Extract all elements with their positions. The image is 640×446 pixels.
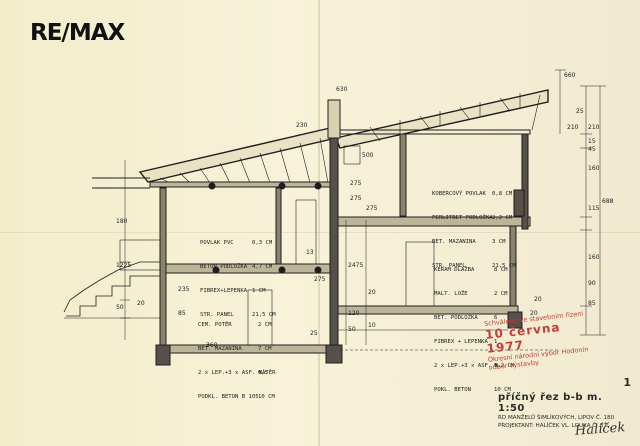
dim-label: 20 bbox=[530, 310, 538, 317]
wall-left-outer bbox=[159, 187, 167, 349]
dim-label: 45 bbox=[588, 146, 596, 153]
dim-label: 630 bbox=[336, 86, 348, 93]
attic-slab bbox=[149, 181, 331, 188]
dim-label: 20 bbox=[137, 300, 145, 307]
roof-right bbox=[335, 89, 549, 149]
dim-label: 120 bbox=[348, 310, 360, 317]
foundation-left bbox=[155, 344, 171, 366]
door-upper-left bbox=[295, 199, 317, 265]
beam-section-1 bbox=[208, 182, 216, 190]
door-ground-left bbox=[247, 289, 273, 346]
terrain-left bbox=[63, 261, 160, 313]
remax-logo: RE/MAX bbox=[30, 20, 125, 46]
beam-section-4 bbox=[212, 266, 220, 274]
roof-left bbox=[138, 127, 338, 183]
sheet-number: 1 bbox=[623, 376, 631, 389]
dim-label: 20 bbox=[368, 289, 376, 296]
terrace-wall bbox=[119, 239, 161, 271]
approval-stamp: Schváleno ve stavebním řízení 10 června … bbox=[484, 308, 601, 372]
dim-label: 15 bbox=[588, 138, 596, 145]
dim-label: 115 bbox=[588, 205, 600, 212]
dim-label: 50 bbox=[116, 304, 124, 311]
dim-label: 180 bbox=[116, 218, 128, 225]
dim-label: 235 bbox=[178, 286, 190, 293]
right-deck bbox=[339, 129, 531, 135]
dim-label: 360 bbox=[206, 342, 218, 349]
dim-label: 500 bbox=[362, 152, 374, 159]
dim-label: 10 bbox=[368, 322, 376, 329]
dim-label: 160 bbox=[588, 254, 600, 261]
dim-label: 50 bbox=[348, 326, 356, 333]
window-right bbox=[513, 189, 525, 217]
dim-label: 85 bbox=[178, 310, 186, 317]
wall-right-upper bbox=[399, 133, 407, 217]
paper-fold-horizontal bbox=[0, 232, 640, 233]
dim-label: 275 bbox=[350, 195, 362, 202]
layer-row: 2 x LEP.+3 x ASF. N.0,2 CM bbox=[434, 363, 515, 369]
dim-label: 688 bbox=[602, 198, 614, 205]
dim-label: 20 bbox=[534, 296, 542, 303]
dim-label: 90 bbox=[588, 280, 596, 287]
dim-label: 13 bbox=[306, 249, 314, 256]
dim-label: 275 bbox=[350, 180, 362, 187]
wall-right-outer bbox=[521, 133, 529, 230]
beam-section-5 bbox=[278, 266, 286, 274]
drawing-title: příčný řez b-b m. 1:50 bbox=[498, 392, 603, 414]
foundation-right bbox=[507, 311, 523, 329]
dimension-lines-right bbox=[555, 69, 606, 336]
designer-line: PROJEKTANT: HALÍČEK VL. LOUKA Č. 87 bbox=[498, 423, 607, 429]
wall-left-mid bbox=[275, 187, 282, 265]
beam-section-3 bbox=[314, 182, 322, 190]
dim-label: 1225 bbox=[116, 262, 132, 269]
dim-label: 85 bbox=[588, 300, 596, 307]
paper-fold-vertical bbox=[318, 0, 320, 446]
dim-label: 210 bbox=[567, 124, 579, 131]
beam-section-6 bbox=[314, 266, 322, 274]
dim-label: 25 bbox=[310, 330, 318, 337]
dimension-lines-left bbox=[120, 160, 367, 345]
dim-label: 210 bbox=[588, 124, 600, 131]
door-upper-right bbox=[405, 241, 435, 307]
foundation-center bbox=[325, 344, 343, 364]
wall-center bbox=[329, 137, 339, 349]
beam-section-2 bbox=[278, 182, 286, 190]
dim-label: 2475 bbox=[348, 262, 364, 269]
terrace-steps bbox=[66, 275, 160, 317]
dim-label: 230 bbox=[296, 122, 308, 129]
chimney bbox=[327, 99, 341, 139]
dim-label: 160 bbox=[588, 165, 600, 172]
window-attic bbox=[343, 145, 361, 165]
dim-label: 660 bbox=[564, 72, 576, 79]
project-line: RD MANŽELŮ ŠIMLÍKOVÝCH, LIPOV Č. 180 bbox=[498, 415, 615, 421]
title-block: 1 příčný řez b-b m. 1:50 RD MANŽELŮ ŠIML… bbox=[498, 376, 633, 430]
dim-label: 275 bbox=[314, 276, 326, 283]
dim-label: 275 bbox=[366, 205, 378, 212]
dim-label: 25 bbox=[576, 108, 584, 115]
roof-truss-right bbox=[339, 93, 549, 149]
